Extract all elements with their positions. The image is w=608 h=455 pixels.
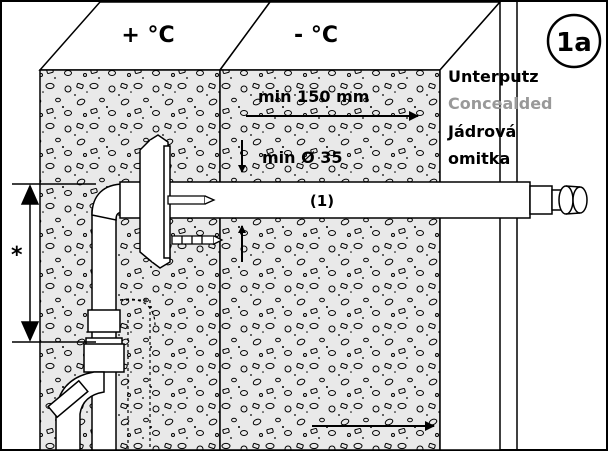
legend-cz-line2: omitka	[448, 149, 510, 168]
pipe-reference-label: (1)	[310, 192, 334, 210]
wall-top-faces	[38, 1, 502, 71]
legend-en: Concealded	[448, 94, 553, 113]
hidden-pipe-outline	[119, 298, 156, 450]
legend-de: Unterputz	[448, 67, 539, 86]
wall-rosette	[139, 134, 171, 269]
vertical-pipe	[85, 209, 123, 451]
cold-wall-section	[219, 69, 441, 451]
rosette-screws	[167, 195, 224, 245]
height-dimension	[12, 183, 96, 343]
min-diameter-label: min Ø 35	[262, 148, 343, 167]
height-marker-label: *	[11, 243, 23, 268]
legend-cz-line1: Jádrová	[447, 122, 516, 141]
figure-id-circle	[546, 13, 602, 69]
min-length-label: min 150 mm	[258, 87, 369, 106]
cold-side-label: - °C	[294, 23, 338, 48]
legend: Unterputz Concealded Jádrová omitka	[447, 67, 553, 168]
warm-side-label: + °C	[121, 23, 174, 48]
figure-id-label: 1a	[556, 28, 592, 58]
lower-elbow-pipe	[47, 343, 125, 451]
wall-side-face	[439, 0, 501, 451]
